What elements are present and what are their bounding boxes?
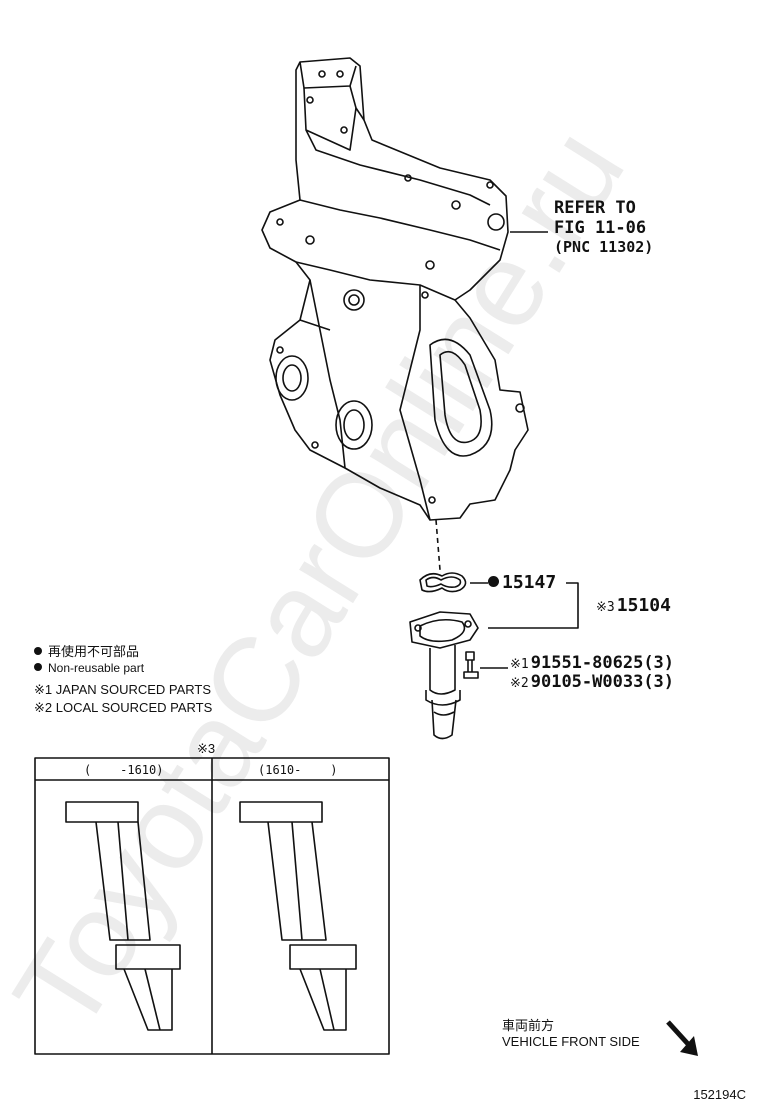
gasket-drawing: [419, 572, 488, 593]
refer-line-1: REFER TO: [554, 198, 636, 218]
assembly-bracket-line: [488, 582, 579, 629]
variant-table-mark: ※3: [197, 741, 216, 756]
front-arrow-icon: [666, 1020, 698, 1056]
variant-col-1-label: ( -1610): [84, 763, 164, 777]
variant-left-pipe: [65, 801, 181, 1031]
part-bolt-1-number: 91551-80625(3): [530, 653, 675, 673]
legend-en-non-reusable: Non-reusable part: [34, 662, 144, 674]
refer-line-2: FIG 11-06: [554, 218, 647, 238]
timing-chain-cover-drawing: [261, 57, 529, 521]
part-bolt-1-mark: ※1: [510, 657, 529, 672]
legend-dot-icon: [34, 647, 42, 655]
oil-strainer-drawing: [409, 611, 508, 740]
part-bolt-2-number: 90105-W0033(3): [530, 672, 675, 692]
non-reusable-dot-icon: [488, 576, 499, 587]
variant-col-2-label: (1610- ): [258, 763, 338, 777]
part-gasket-number: 15147: [502, 572, 557, 593]
part-gasket[interactable]: 15147: [488, 574, 556, 592]
figure-id: 152194C: [693, 1087, 746, 1102]
variant-right-pipe: [239, 801, 357, 1031]
legend-note-2: ※2 LOCAL SOURCED PARTS: [34, 700, 213, 715]
refer-line-3: (PNC 11302): [554, 238, 654, 256]
part-bolt-2-mark: ※2: [510, 676, 529, 691]
part-assembly-number: 15104: [616, 595, 671, 616]
legend-dot-icon: [34, 663, 42, 671]
center-dashline: [435, 519, 441, 571]
legend-jp-non-reusable: 再使用不可部品: [34, 645, 139, 658]
part-assembly-mark: ※3: [596, 600, 615, 615]
legend-note-1: ※1 JAPAN SOURCED PARTS: [34, 682, 212, 697]
front-label-jp: 車両前方: [502, 1018, 555, 1033]
front-label-en: VEHICLE FRONT SIDE: [502, 1034, 640, 1049]
